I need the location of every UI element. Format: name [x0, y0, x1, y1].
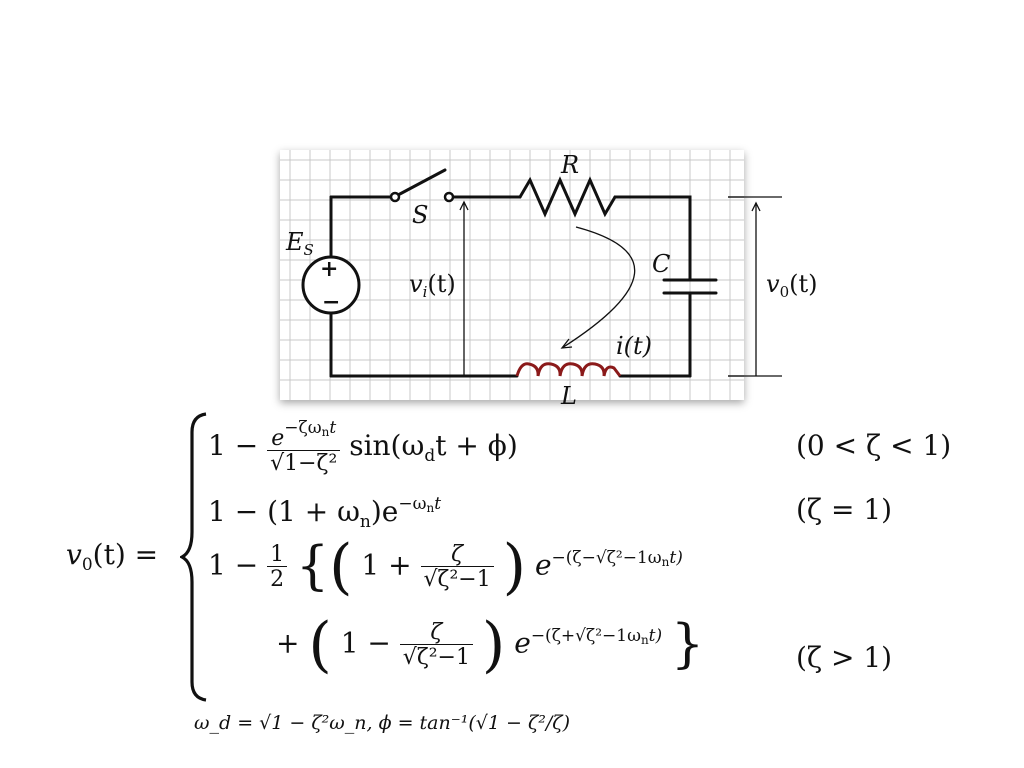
- circuit-drawing: [280, 150, 744, 400]
- vi-label: vi(t): [409, 270, 456, 301]
- source-label: ES: [286, 228, 314, 259]
- piecewise-brace: [180, 412, 207, 702]
- current-label: i(t): [616, 332, 653, 360]
- case-1-fraction: e−ζωnt √1−ζ²: [267, 420, 341, 475]
- case-3-fraction: ζ√ζ²−1: [420, 543, 494, 591]
- voltage-source-symbol: [301, 255, 361, 315]
- switch-contact-right: [443, 191, 455, 203]
- case-2-expression: 1 − (1 + ωn)e−ωnt: [208, 494, 442, 532]
- case-1-expression: 1 − e−ζωnt √1−ζ² sin(ωdt + ϕ): [208, 418, 518, 476]
- current-arrow: [560, 226, 636, 349]
- vi-arrow: [459, 200, 469, 376]
- resistor-zigzag: [518, 176, 617, 218]
- resistor-label: R: [561, 151, 580, 179]
- grid-background: [280, 150, 744, 400]
- case-1-condition: (0 < ζ < 1): [796, 429, 952, 462]
- equation-lhs: v0(t) =: [66, 538, 159, 575]
- source-plus-sign: +: [320, 256, 339, 282]
- case-4-condition: (ζ > 1): [796, 641, 893, 674]
- top-right-wire: [613, 195, 692, 282]
- case-4-expression: + ( 1 − ζ√ζ²−1 ) e−(ζ+√ζ²−1ωnt) }: [276, 610, 705, 680]
- circuit-diagram: [280, 150, 744, 400]
- case-2-condition: (ζ = 1): [796, 493, 893, 526]
- footnote-definitions: ω_d = √1 − ζ²ω_n, ϕ = tan⁻¹(√1 − ζ²/ζ): [194, 712, 571, 734]
- switch-contact-left: [389, 191, 401, 203]
- case-4-fraction: ζ√ζ²−1: [399, 621, 473, 669]
- inductor-coil: [515, 362, 622, 377]
- circuit-wires: [329, 168, 718, 378]
- inductor-label: L: [561, 382, 577, 410]
- source-minus-sign: −: [322, 289, 341, 315]
- switch-label: S: [412, 201, 429, 229]
- vo-label: v0(t): [766, 270, 818, 301]
- switch-arm: [396, 168, 447, 197]
- capacitor-label: C: [652, 250, 671, 278]
